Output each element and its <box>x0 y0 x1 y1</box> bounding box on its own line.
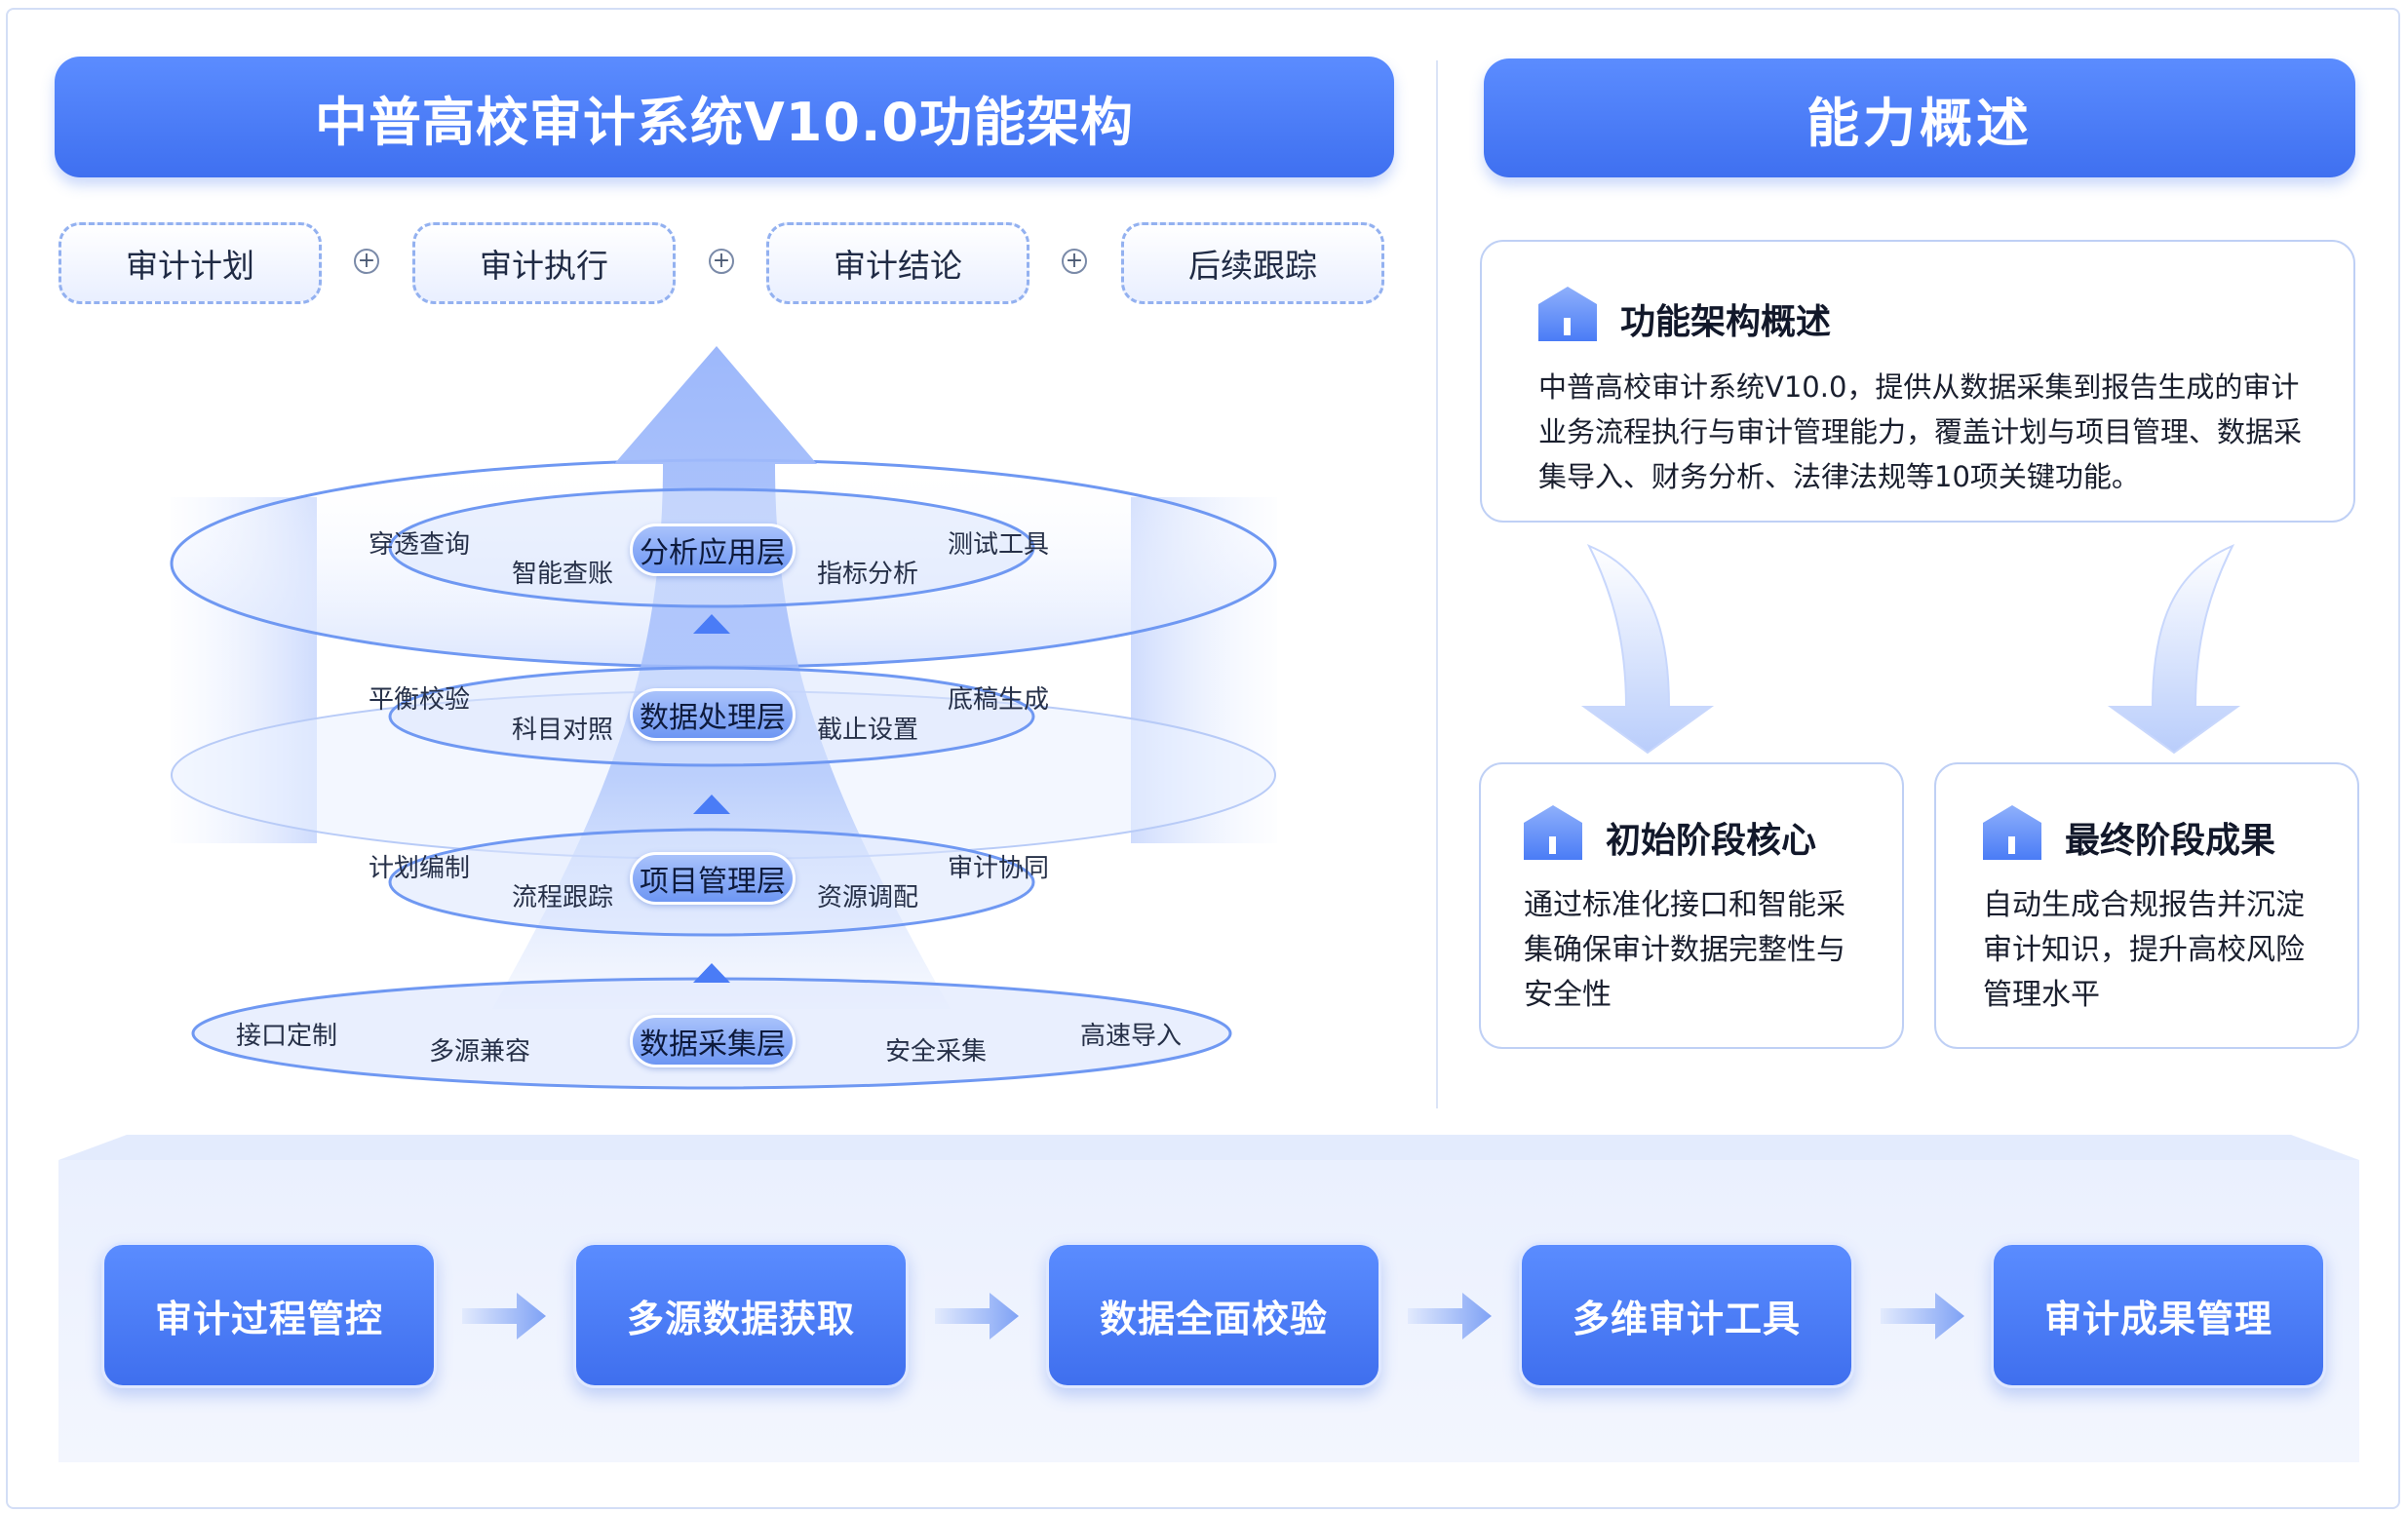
final-stage-heading-row: 最终阶段成果 <box>1981 803 2275 871</box>
layer-data-processing: 数据处理层 <box>630 688 796 741</box>
feature-label: 截止设置 <box>817 716 919 745</box>
final-stage-line: 管理水平 <box>1983 978 2100 1012</box>
initial-stage-heading: 初始阶段核心 <box>1606 820 1817 861</box>
feature-label: 接口定制 <box>236 1022 338 1051</box>
house-icon <box>1522 803 1584 871</box>
phase-audit-plan: 审计计划 <box>58 222 322 304</box>
section-divider <box>1436 60 1438 1108</box>
feature-label: 审计协同 <box>948 854 1050 883</box>
right-arrow-icon <box>1408 1293 1492 1339</box>
workflow-step-audit-tools: 多维审计工具 <box>1519 1242 1854 1388</box>
right-arrow-icon <box>1881 1293 1964 1339</box>
phase-audit-conclusion: 审计结论 <box>766 222 1029 304</box>
main-card-line: 集导入、财务分析、法律法规等10项关键功能。 <box>1538 460 2140 493</box>
feature-label: 高速导入 <box>1080 1022 1183 1051</box>
main-card-line: 中普高校审计系统V10.0，提供从数据采集到报告生成的审计 <box>1538 370 2300 404</box>
layer-analysis-application: 分析应用层 <box>630 524 796 576</box>
workflow-step-results-management: 审计成果管理 <box>1991 1242 2326 1388</box>
plus-icon: + <box>1062 249 1087 274</box>
final-stage-line: 审计知识，提升高校风险 <box>1983 933 2305 967</box>
overview-main-card: 功能架构概述 中普高校审计系统V10.0，提供从数据采集到报告生成的审计 业务流… <box>1480 240 2355 523</box>
overview-title: 能力概述 <box>1484 58 2355 177</box>
final-stage-text: 自动生成合规报告并沉淀 审计知识，提升高校风险 管理水平 <box>1983 883 2305 1018</box>
feature-label: 科目对照 <box>512 716 614 745</box>
main-card-heading: 功能架构概述 <box>1620 301 1832 342</box>
down-arrow-right <box>2107 544 2241 755</box>
house-icon <box>1981 803 2043 871</box>
feature-label: 穿透查询 <box>369 530 471 560</box>
main-card-heading-row: 功能架构概述 <box>1536 285 1831 352</box>
workflow-step-data-validation: 数据全面校验 <box>1046 1242 1381 1388</box>
final-stage-card: 最终阶段成果 自动生成合规报告并沉淀 审计知识，提升高校风险 管理水平 <box>1934 762 2359 1049</box>
workflow-step-data-acquisition: 多源数据获取 <box>573 1242 909 1388</box>
layer-up-triangle <box>693 795 730 814</box>
feature-label: 底稿生成 <box>948 685 1050 715</box>
phase-audit-execution: 审计执行 <box>412 222 676 304</box>
initial-stage-card: 初始阶段核心 通过标准化接口和智能采 集确保审计数据完整性与 安全性 <box>1479 762 1904 1049</box>
initial-stage-heading-row: 初始阶段核心 <box>1522 803 1816 871</box>
feature-label: 多源兼容 <box>429 1037 531 1067</box>
feature-label: 测试工具 <box>948 530 1050 560</box>
initial-stage-line: 通过标准化接口和智能采 <box>1524 888 1845 922</box>
plus-icon: + <box>709 249 734 274</box>
final-stage-line: 自动生成合规报告并沉淀 <box>1983 888 2305 922</box>
house-icon <box>1536 285 1599 352</box>
initial-stage-line: 安全性 <box>1524 978 1612 1012</box>
architecture-title: 中普高校审计系统V10.0功能架构 <box>55 57 1394 177</box>
outer-frame <box>6 8 2400 1509</box>
feature-label: 智能查账 <box>512 560 614 589</box>
layer-data-collection: 数据采集层 <box>630 1015 796 1067</box>
layer-project-management: 项目管理层 <box>630 852 796 905</box>
feature-label: 流程跟踪 <box>512 883 614 912</box>
plus-icon: + <box>354 249 379 274</box>
feature-label: 计划编制 <box>369 854 471 883</box>
feature-label: 平衡校验 <box>369 685 471 715</box>
layer-up-triangle <box>693 614 730 634</box>
final-stage-heading: 最终阶段成果 <box>2065 820 2276 861</box>
feature-label: 安全采集 <box>885 1037 988 1067</box>
feature-label: 资源调配 <box>817 883 919 912</box>
initial-stage-text: 通过标准化接口和智能采 集确保审计数据完整性与 安全性 <box>1524 883 1845 1018</box>
phase-follow-up: 后续跟踪 <box>1121 222 1384 304</box>
initial-stage-line: 集确保审计数据完整性与 <box>1524 933 1845 967</box>
main-card-text: 中普高校审计系统V10.0，提供从数据采集到报告生成的审计 业务流程执行与审计管… <box>1538 365 2302 499</box>
right-arrow-icon <box>935 1293 1019 1339</box>
down-arrow-left <box>1580 544 1715 755</box>
right-arrow-icon <box>462 1293 546 1339</box>
feature-label: 指标分析 <box>817 560 919 589</box>
layer-up-triangle <box>693 963 730 983</box>
workflow-step-process-control: 审计过程管控 <box>101 1242 437 1388</box>
main-card-line: 业务流程执行与审计管理能力，覆盖计划与项目管理、数据采 <box>1538 415 2303 448</box>
